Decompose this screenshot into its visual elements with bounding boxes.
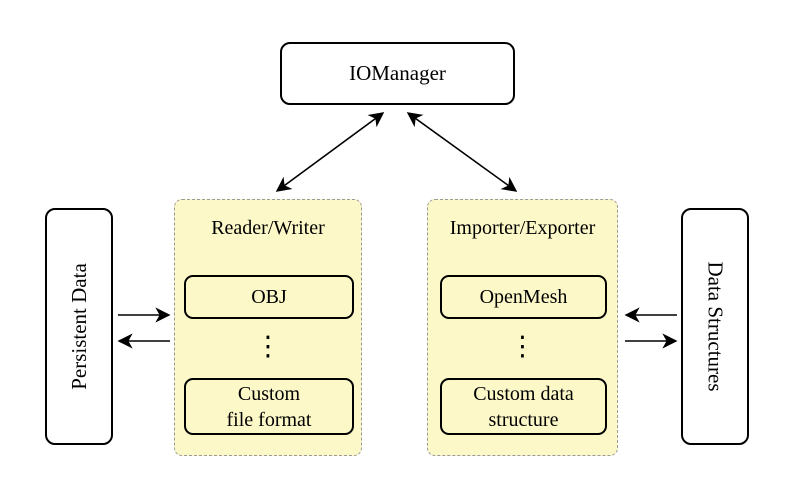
- custom-file-format-node: Custom file format: [184, 378, 354, 435]
- iomanager-node: IOManager: [280, 42, 515, 105]
- openmesh-label: OpenMesh: [479, 286, 568, 308]
- data-structures-node: Data Structures: [681, 208, 749, 445]
- custom-data-structure-line2: structure: [488, 408, 559, 431]
- obj-node: OBJ: [184, 275, 354, 319]
- importer-exporter-title: Importer/Exporter: [449, 217, 596, 239]
- reader-writer-group: Reader/Writer OBJ ⋮ Custom file format: [174, 199, 362, 456]
- arrow-iomanager-readerwriter: [275, 112, 385, 192]
- persistent-data-label: Persistent Data: [66, 263, 91, 390]
- persistent-data-node: Persistent Data: [45, 208, 113, 445]
- openmesh-node: OpenMesh: [440, 275, 607, 319]
- vertical-ellipsis: ⋮: [509, 331, 536, 362]
- data-structures-label: Data Structures: [703, 261, 728, 392]
- custom-file-format-line2: file format: [226, 408, 312, 431]
- importer-exporter-group: Importer/Exporter OpenMesh ⋮ Custom data…: [427, 199, 618, 456]
- custom-data-structure-node: Custom data structure: [440, 378, 607, 435]
- iomanager-label: IOManager: [349, 61, 446, 85]
- custom-data-structure-line1: Custom data: [473, 382, 574, 405]
- reader-writer-title: Reader/Writer: [211, 217, 325, 239]
- arrow-iomanager-importerexporter: [406, 112, 518, 192]
- obj-label: OBJ: [251, 286, 287, 308]
- custom-file-format-line1: Custom: [237, 382, 301, 405]
- vertical-ellipsis: ⋮: [254, 331, 282, 362]
